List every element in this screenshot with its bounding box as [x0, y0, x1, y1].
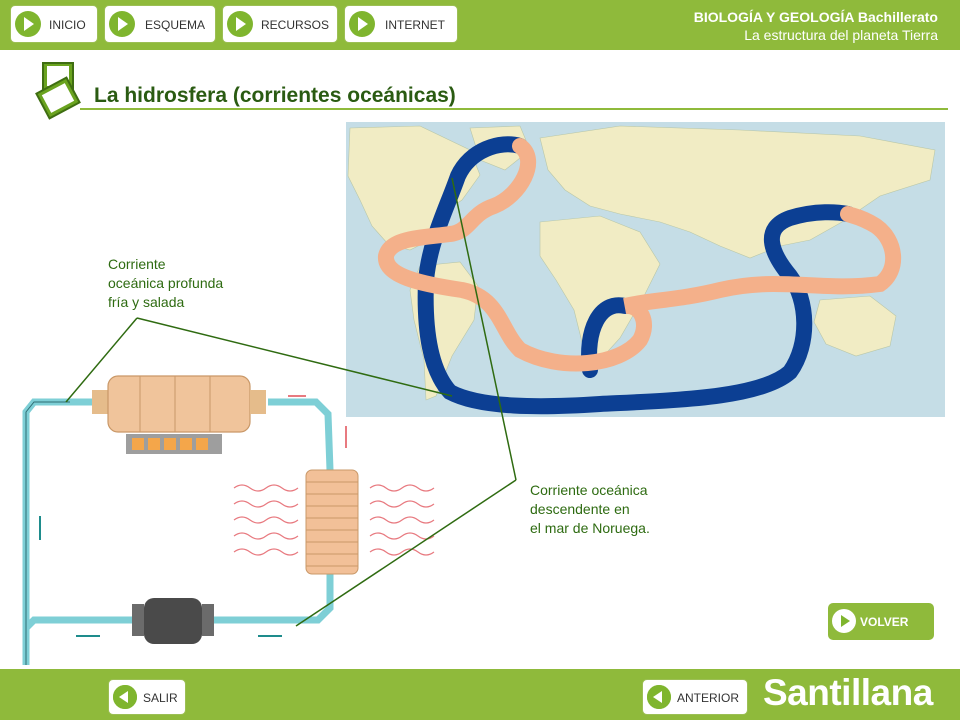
pump	[132, 598, 214, 644]
salir-label: SALIR	[143, 691, 178, 705]
back-arrow-icon	[113, 685, 137, 709]
nav-inicio-button[interactable]: INICIO	[10, 5, 98, 43]
nav-internet-label: INTERNET	[385, 18, 445, 32]
warm-surface-current	[378, 138, 902, 372]
thermal-circuit-diagram	[22, 375, 435, 665]
salir-button[interactable]: SALIR	[108, 679, 186, 715]
title-underline	[80, 108, 948, 110]
condenser-coil	[305, 469, 359, 575]
anterior-button[interactable]: ANTERIOR	[642, 679, 748, 715]
cold-deep-current	[417, 136, 856, 415]
anterior-label: ANTERIOR	[677, 691, 740, 705]
play-arrow-icon	[227, 11, 253, 37]
play-arrow-icon	[109, 11, 135, 37]
santillana-logo: Santillana	[763, 672, 933, 713]
ocean-currents-map	[346, 122, 945, 417]
nav-esquema-button[interactable]: ESQUEMA	[104, 5, 216, 43]
play-arrow-icon	[349, 11, 375, 37]
volver-label: VOLVER	[860, 615, 909, 629]
africa-shape	[539, 215, 661, 361]
course-unit: La estructura del planeta Tierra	[744, 27, 938, 43]
deep-current-label: Corriente oceánica profunda fría y salad…	[108, 256, 224, 310]
heat-waves	[233, 484, 435, 556]
nav-recursos-label: RECURSOS	[261, 18, 330, 32]
volver-button[interactable]: VOLVER	[828, 603, 934, 640]
course-subject: BIOLOGÍA Y GEOLOGÍA Bachillerato	[693, 9, 938, 25]
nav-internet-button[interactable]: INTERNET	[344, 5, 458, 43]
page-title: La hidrosfera (corrientes oceánicas)	[94, 84, 456, 107]
descending-current-label: Corriente oceánica descendente en el mar…	[530, 482, 650, 536]
boiler	[92, 375, 266, 454]
page-title-icon	[35, 62, 81, 120]
nav-recursos-button[interactable]: RECURSOS	[222, 5, 338, 43]
pointer-lines	[65, 177, 517, 627]
back-arrow-icon	[647, 685, 671, 709]
nav-inicio-label: INICIO	[49, 18, 86, 32]
nav-esquema-label: ESQUEMA	[145, 18, 206, 32]
course-header: BIOLOGÍA Y GEOLOGÍA Bachillerato La estr…	[694, 8, 938, 44]
play-arrow-icon	[832, 609, 856, 633]
australia-shape	[813, 295, 897, 357]
play-arrow-icon	[15, 11, 41, 37]
